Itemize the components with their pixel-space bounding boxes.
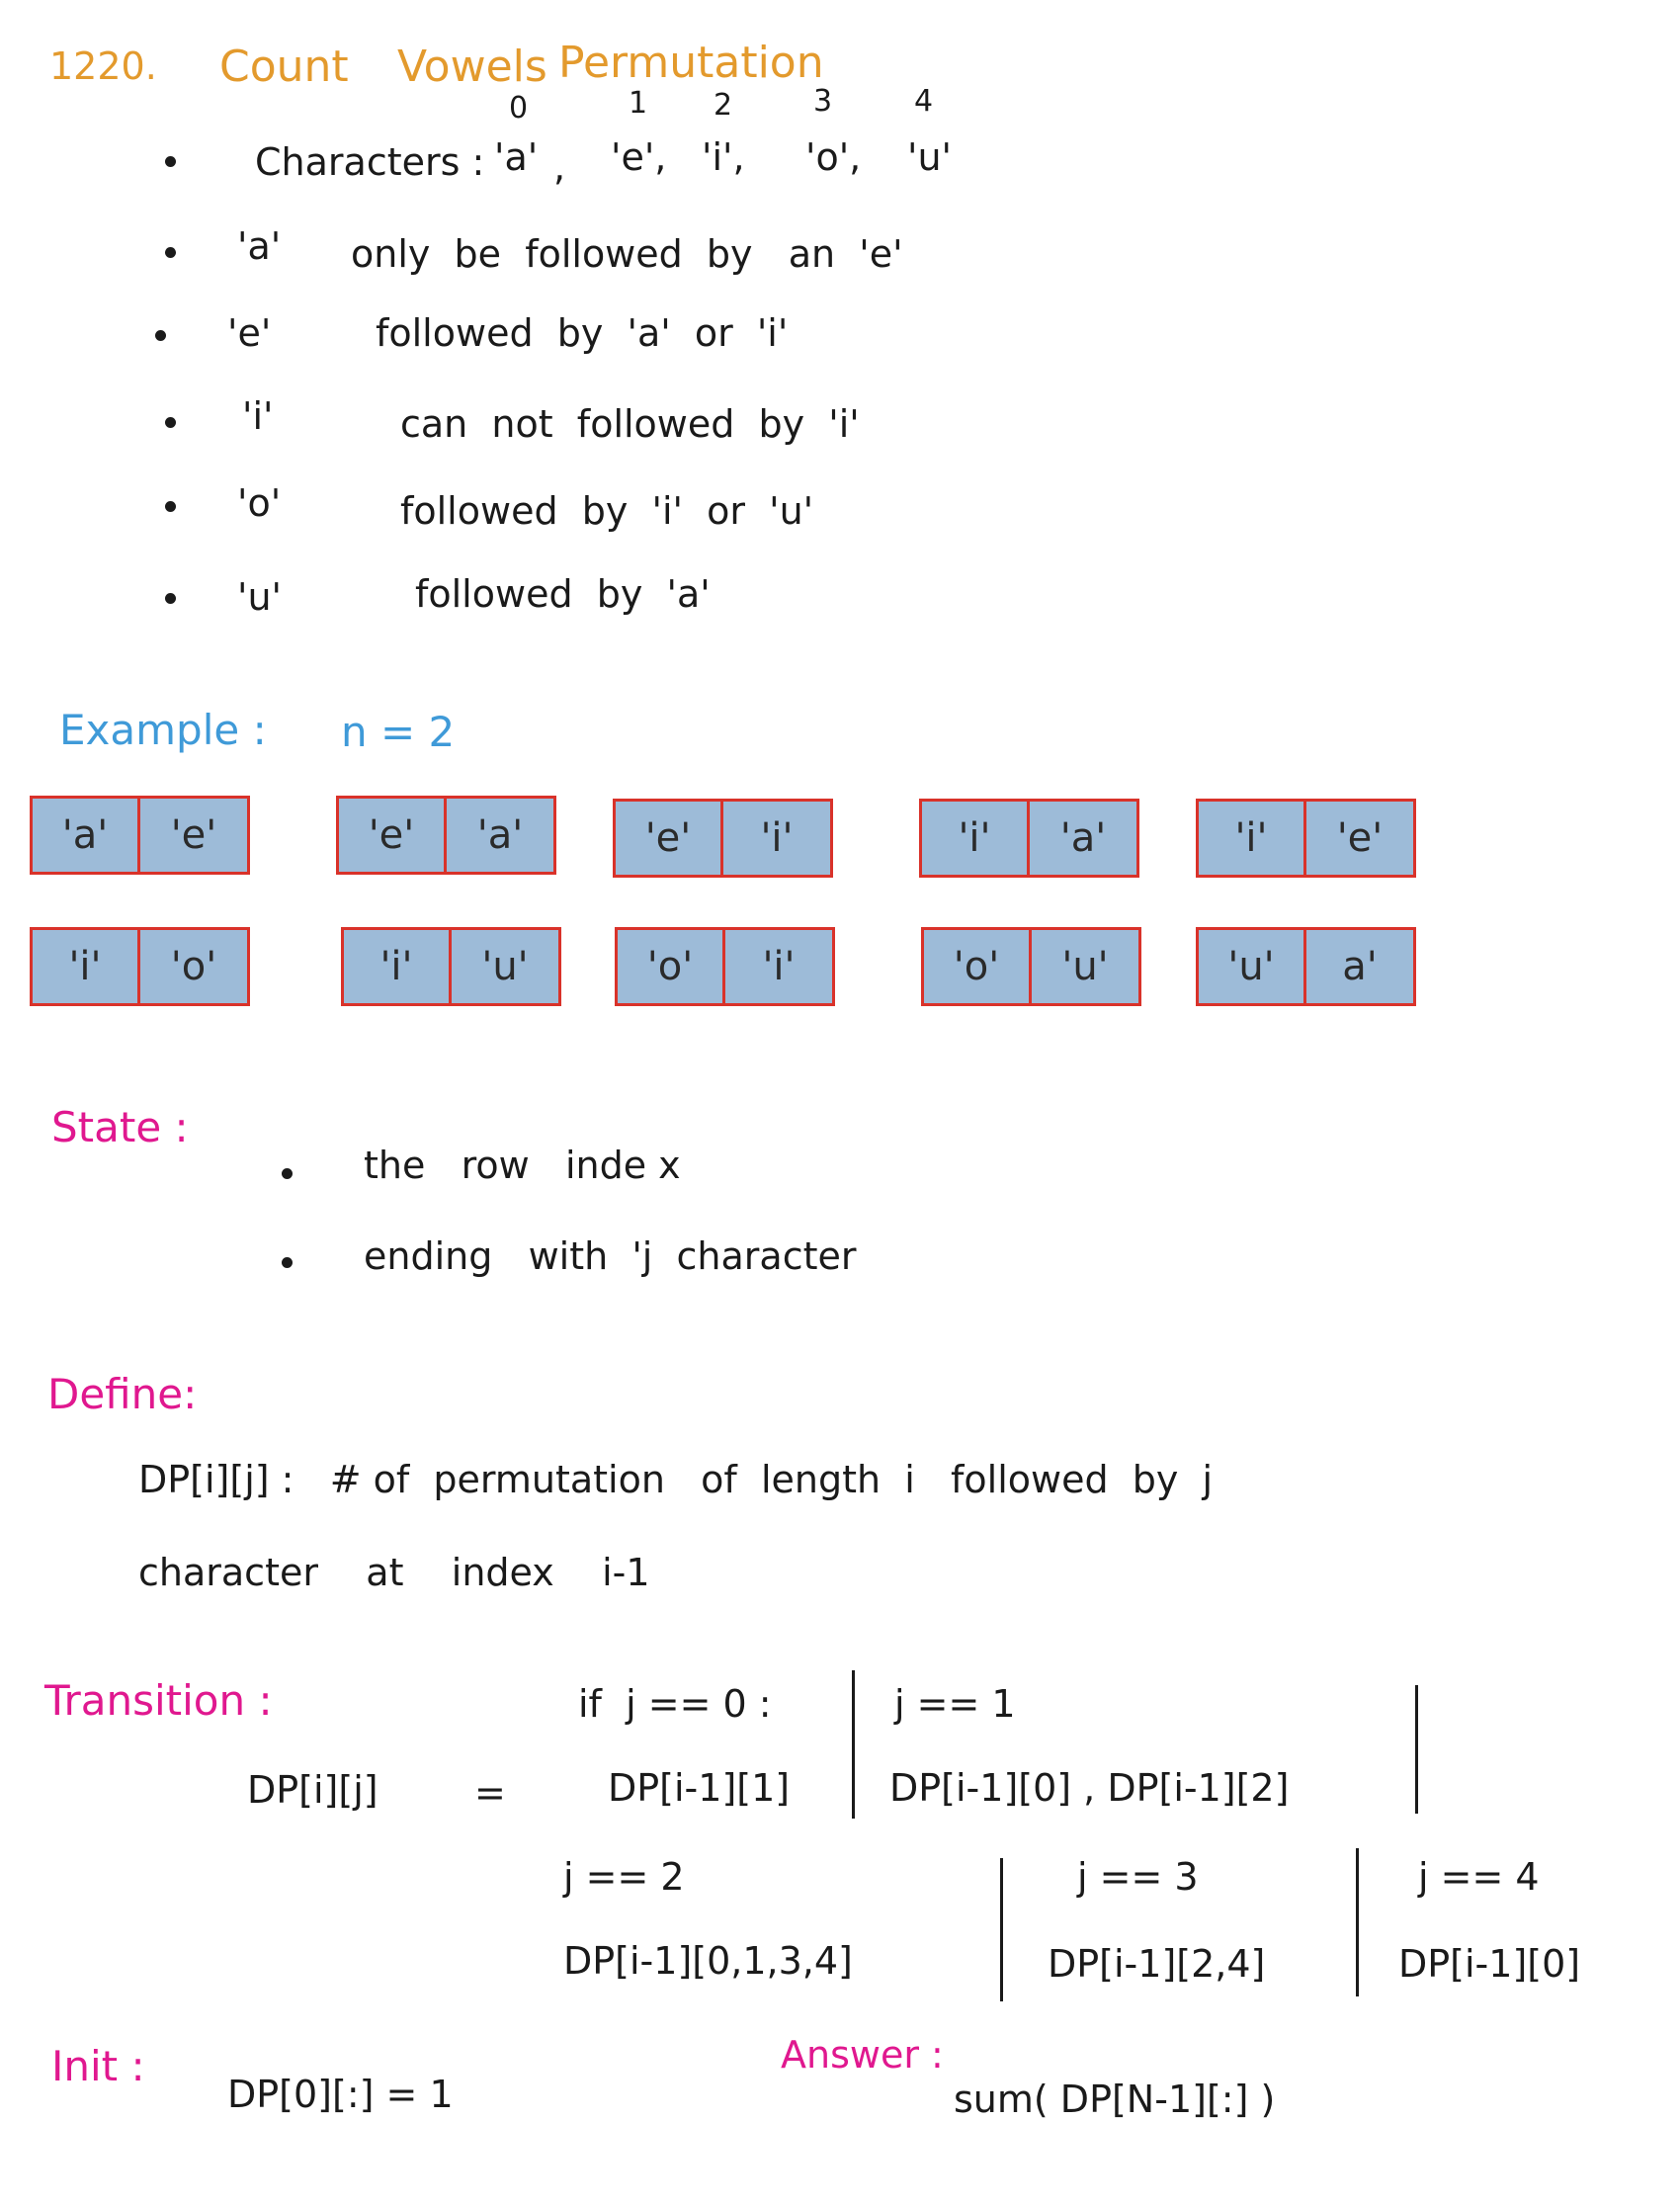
example-n: n = 2 <box>341 708 456 756</box>
bullet <box>165 501 176 512</box>
rule-i-text: can not followed by 'i' <box>400 402 860 446</box>
rule-o-char: 'o' <box>237 481 282 525</box>
bullet <box>165 417 176 428</box>
state-label: State : <box>51 1103 189 1151</box>
pair-cell: 'a' <box>447 796 556 875</box>
pair-cell: 'o' <box>921 927 1032 1006</box>
case-divider <box>1356 1848 1359 1996</box>
char-e: 'e', <box>611 135 667 179</box>
pair-cell: 'o' <box>615 927 725 1006</box>
rule-a-text: only be followed by an 'e' <box>351 232 903 276</box>
char-a: 'a' <box>494 135 539 179</box>
case2-cond: j == 2 <box>563 1855 685 1899</box>
index-3: 3 <box>813 84 833 119</box>
define-label: Define: <box>47 1370 198 1418</box>
pair-cell: 'i' <box>341 927 452 1006</box>
rule-a-char: 'a' <box>237 224 282 268</box>
pair-cell: 'u' <box>1032 927 1141 1006</box>
transition-label: Transition : <box>44 1676 273 1725</box>
pair-cell: 'i' <box>919 799 1030 878</box>
pair-cell: 'e' <box>1306 799 1416 878</box>
define-line1: DP[i][j] : # of permutation of length i … <box>138 1458 1214 1501</box>
pair-ou: 'o' 'u' <box>921 927 1141 1006</box>
pair-ae: 'a' 'e' <box>30 796 250 875</box>
answer-label: Answer : <box>781 2033 944 2077</box>
pair-ua: 'u' a' <box>1196 927 1416 1006</box>
pair-ia: 'i' 'a' <box>919 799 1139 878</box>
case1-expr: DP[i-1][0] , DP[i-1][2] <box>889 1766 1290 1810</box>
rule-o-text: followed by 'i' or 'u' <box>400 489 814 533</box>
index-1: 1 <box>629 86 648 121</box>
case0-cond: if j == 0 : <box>578 1682 772 1726</box>
case4-expr: DP[i-1][0] <box>1398 1942 1581 1986</box>
pair-cell: 'u' <box>452 927 561 1006</box>
answer-expr: sum( DP[N-1][:] ) <box>954 2078 1276 2121</box>
pair-io: 'i' 'o' <box>30 927 250 1006</box>
pair-ei: 'e' 'i' <box>613 799 833 878</box>
pair-cell: 'i' <box>30 927 140 1006</box>
title-word-vowels: Vowels <box>397 42 547 92</box>
pair-ie: 'i' 'e' <box>1196 799 1416 878</box>
pair-cell: 'e' <box>613 799 723 878</box>
pair-cell: 'u' <box>1196 927 1306 1006</box>
title-word-permutation: Permutation <box>558 38 824 88</box>
index-0: 0 <box>509 91 529 126</box>
index-4: 4 <box>914 84 934 119</box>
rule-e-text: followed by 'a' or 'i' <box>376 311 789 355</box>
title-word-count: Count <box>219 42 349 92</box>
rule-u-text: followed by 'a' <box>415 572 711 616</box>
case4-cond: j == 4 <box>1418 1855 1540 1899</box>
index-2: 2 <box>714 88 733 123</box>
bullet <box>282 1168 293 1179</box>
case3-cond: j == 3 <box>1077 1855 1199 1899</box>
rule-e-char: 'e' <box>227 311 272 355</box>
rule-u-char: 'u' <box>237 575 282 619</box>
problem-number: 1220. <box>49 44 157 88</box>
case0-expr: DP[i-1][1] <box>608 1766 791 1810</box>
state-item-2: ending with 'j character <box>364 1234 857 1278</box>
pair-iu: 'i' 'u' <box>341 927 561 1006</box>
bullet <box>165 156 176 167</box>
pair-cell: 'i' <box>723 799 833 878</box>
char-o: 'o', <box>805 135 862 179</box>
transition-eq: = <box>474 1771 506 1815</box>
init-label: Init : <box>51 2042 145 2090</box>
char-i: 'i', <box>702 135 745 179</box>
pair-ea: 'e' 'a' <box>336 796 556 875</box>
init-expr: DP[0][:] = 1 <box>227 2073 454 2116</box>
example-label: Example : <box>59 706 267 754</box>
char-u: 'u' <box>907 135 952 179</box>
define-line2: character at index i-1 <box>138 1551 650 1594</box>
pair-cell: a' <box>1306 927 1416 1006</box>
bullet <box>165 247 176 258</box>
bullet <box>165 593 176 604</box>
case-divider <box>852 1670 855 1819</box>
rule-i-char: 'i' <box>242 394 274 438</box>
case3-expr: DP[i-1][2,4] <box>1048 1942 1266 1986</box>
case-divider <box>1415 1685 1418 1814</box>
case-divider <box>1000 1858 1003 2001</box>
case1-cond: j == 1 <box>894 1682 1016 1726</box>
char-sep: , <box>553 145 566 189</box>
state-item-1: the row inde x <box>364 1144 681 1187</box>
pair-cell: 'a' <box>1030 799 1139 878</box>
bullet <box>282 1257 293 1268</box>
case2-expr: DP[i-1][0,1,3,4] <box>563 1939 853 1983</box>
pair-cell: 'e' <box>336 796 447 875</box>
pair-cell: 'i' <box>725 927 835 1006</box>
bullet <box>155 330 166 341</box>
pair-cell: 'a' <box>30 796 140 875</box>
characters-label: Characters : <box>255 140 485 184</box>
pair-cell: 'o' <box>140 927 250 1006</box>
transition-lhs: DP[i][j] <box>247 1768 378 1812</box>
pair-oi: 'o' 'i' <box>615 927 835 1006</box>
pair-cell: 'e' <box>140 796 250 875</box>
pair-cell: 'i' <box>1196 799 1306 878</box>
